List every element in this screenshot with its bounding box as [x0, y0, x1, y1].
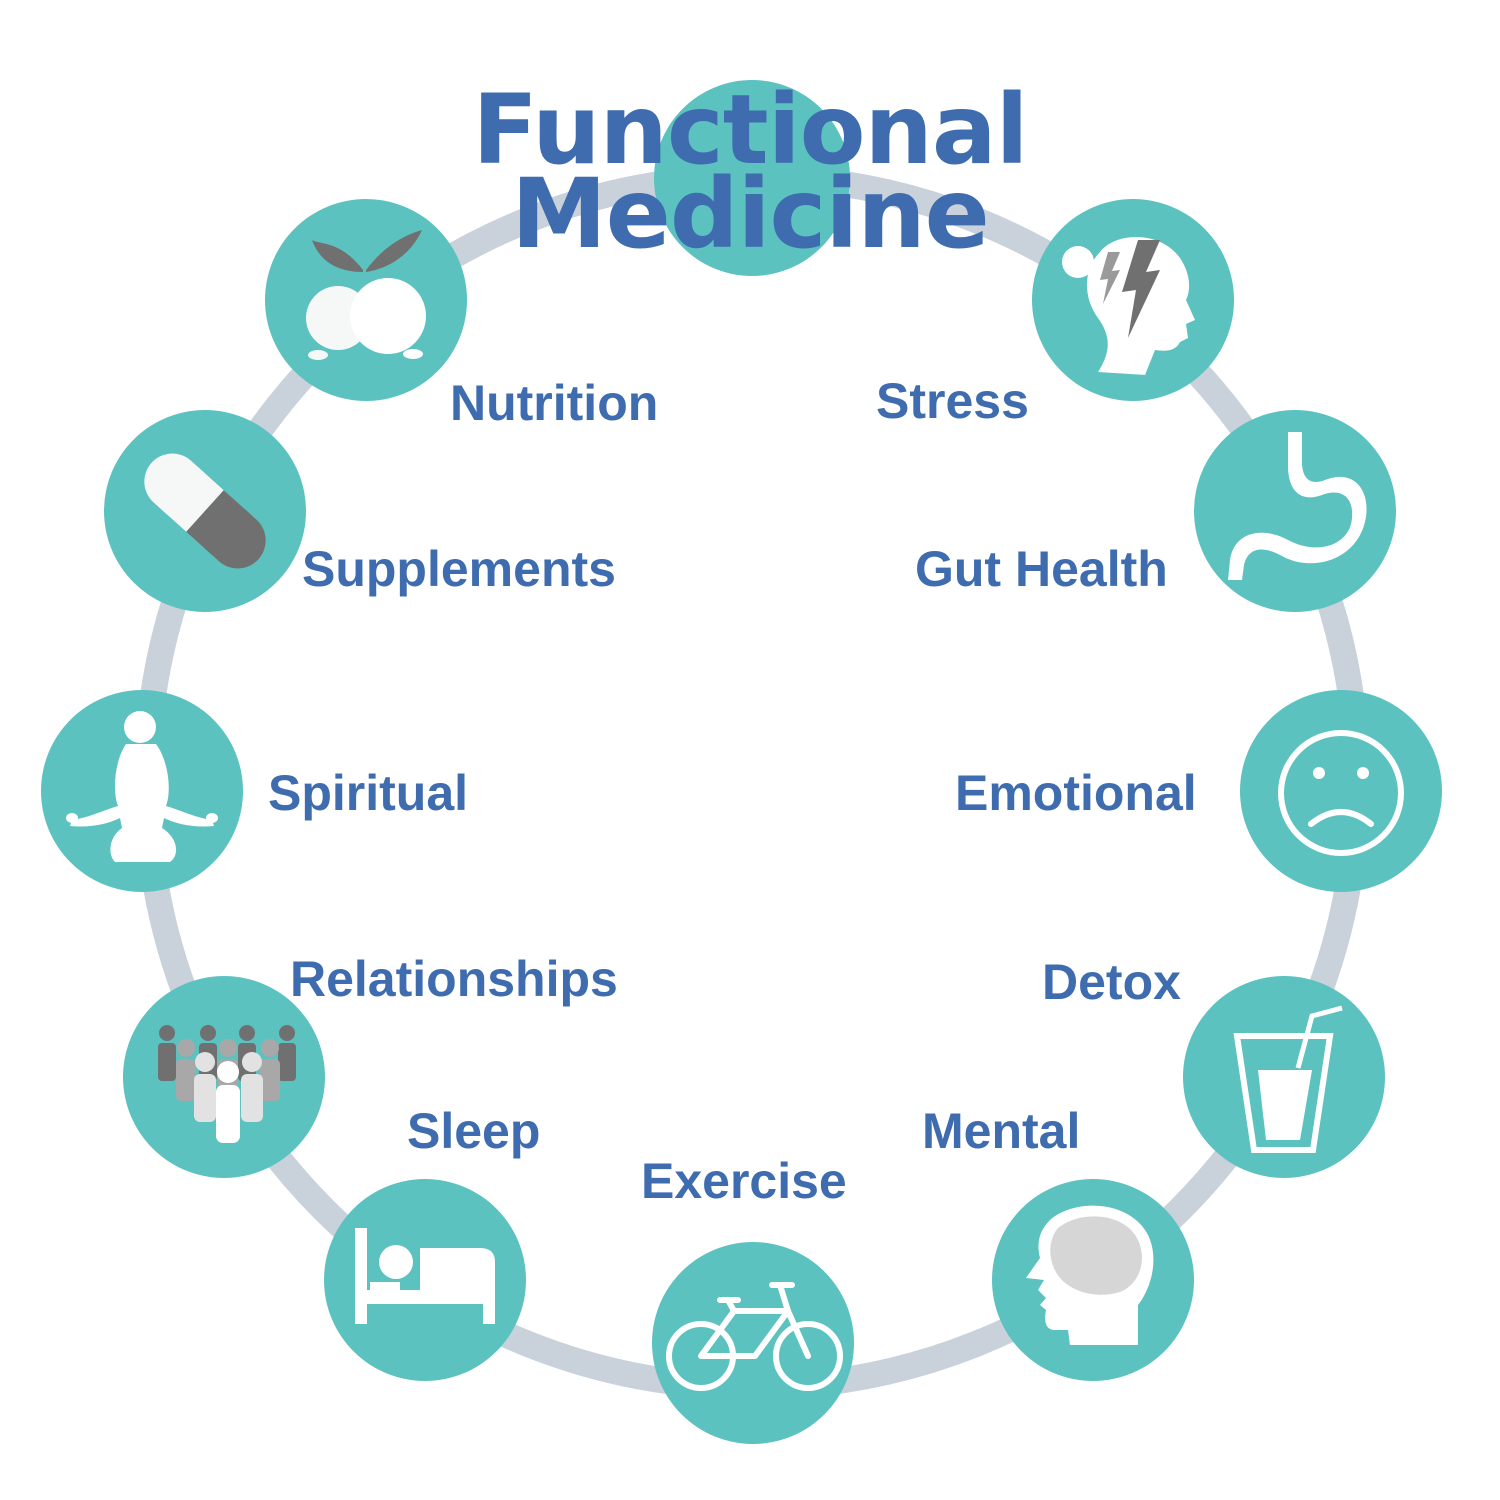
- page-title-line-1: Functional: [472, 74, 1028, 186]
- label-exercise: Exercise: [641, 1153, 847, 1209]
- capsule-icon: [144, 453, 266, 569]
- node-gut-health: [1194, 410, 1396, 612]
- node-spiritual: [41, 690, 243, 892]
- node-emotional: [1240, 690, 1442, 892]
- bicycle-icon: [666, 1282, 843, 1391]
- sad-face-icon: [1278, 730, 1404, 856]
- label-nutrition: Nutrition: [450, 375, 659, 431]
- brain-head-icon: [1026, 1205, 1154, 1345]
- people-group-icon: [158, 1025, 296, 1143]
- label-emotional: Emotional: [955, 765, 1197, 821]
- stressed-head-icon: [1062, 236, 1195, 375]
- node-exercise: [652, 1242, 854, 1444]
- node-relationships: [123, 976, 325, 1178]
- node-mental: [992, 1179, 1194, 1381]
- node-detox: [1183, 976, 1385, 1178]
- meditation-icon: [66, 711, 218, 862]
- label-supplements: Supplements: [302, 541, 616, 597]
- page-title-line-2: Medicine: [511, 158, 990, 270]
- label-sleep: Sleep: [407, 1103, 541, 1159]
- drink-glass-icon: [1233, 1005, 1343, 1153]
- label-mental: Mental: [922, 1103, 1081, 1159]
- node-nutrition: [265, 199, 467, 401]
- node-sleep: [324, 1179, 526, 1381]
- label-stress: Stress: [876, 373, 1029, 429]
- label-gut-health: Gut Health: [915, 541, 1168, 597]
- top-accent-circle: [654, 80, 850, 276]
- fruit-icon: [306, 230, 426, 360]
- label-spiritual: Spiritual: [268, 765, 469, 821]
- label-relationships: Relationships: [290, 951, 618, 1007]
- bed-icon: [355, 1228, 495, 1324]
- stomach-icon: [1228, 432, 1367, 580]
- node-supplements: [104, 410, 306, 612]
- label-detox: Detox: [1042, 954, 1181, 1010]
- node-stress: [1032, 199, 1234, 401]
